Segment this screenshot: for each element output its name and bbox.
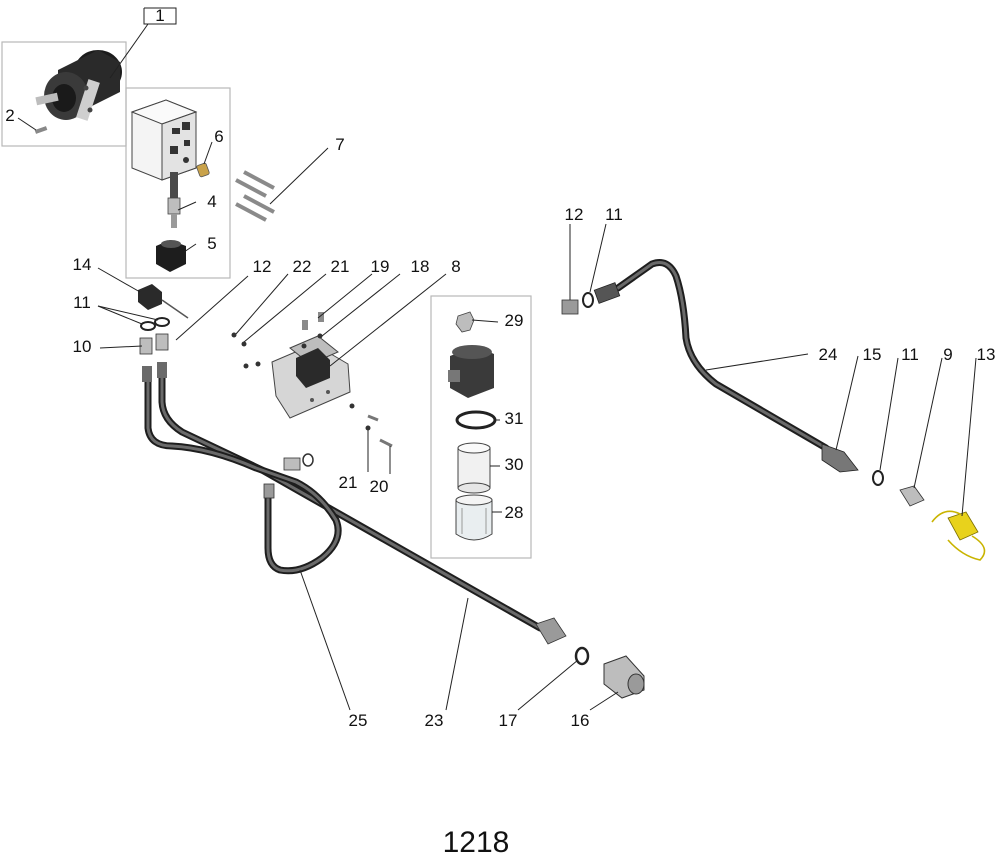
callout-28: 28: [505, 503, 524, 522]
tee-fitting: [263, 453, 314, 499]
adapter-part-12-right: [561, 299, 579, 315]
hose-24: [614, 259, 830, 452]
callout-17: 17: [499, 711, 518, 730]
quick-coupler-part-16: [603, 655, 645, 699]
connector-part-14: [138, 284, 189, 319]
callout-11-top-right: 11: [605, 205, 623, 224]
page-number: 1218: [443, 826, 510, 858]
hose-end-fitting-23: [535, 617, 567, 645]
callout-25: 25: [349, 711, 368, 730]
quick-coupler-part-13: [931, 510, 986, 561]
key-part-2: [34, 126, 48, 134]
hose-end-fitting-part-15: [821, 443, 859, 473]
adapter-part-9: [899, 485, 925, 507]
callout-31: 31: [505, 409, 524, 428]
valve-group-box: [125, 87, 231, 279]
o-ring-part-11-top-right: [582, 292, 594, 308]
filter-group-box: [430, 295, 532, 559]
callout-5: 5: [207, 234, 216, 253]
callout-8: 8: [451, 257, 460, 276]
callout-29: 29: [505, 311, 524, 330]
filter-bowl-part-28: [455, 494, 493, 541]
callout-11-right: 11: [901, 345, 919, 364]
vent-plug-part-29: [455, 311, 475, 333]
callout-10: 10: [73, 337, 92, 356]
callout-18: 18: [411, 257, 430, 276]
fitting-part-6: [196, 162, 210, 178]
callout-11-left: 11: [73, 293, 91, 312]
bracket-part-8: [271, 335, 351, 419]
bolts-part-7: [235, 170, 275, 222]
screws-part-19: [302, 312, 324, 330]
callout-4: 4: [207, 192, 216, 211]
callout-7: 7: [335, 135, 344, 154]
callout-15: 15: [863, 345, 882, 364]
filter-element-part-30: [457, 442, 491, 494]
callout-9: 9: [943, 345, 952, 364]
callout-6: 6: [214, 127, 223, 146]
o-ring-part-31: [455, 410, 497, 430]
o-rings-part-11-left: [140, 317, 170, 331]
leader-lines: [17, 7, 977, 711]
callout-23: 23: [425, 711, 444, 730]
callout-14: 14: [73, 255, 92, 274]
callout-22: 22: [293, 257, 312, 276]
callout-12-right: 12: [565, 205, 584, 224]
callout-21-top: 21: [331, 257, 350, 276]
callout-21-bottom: 21: [339, 473, 358, 492]
callout-16: 16: [571, 711, 590, 730]
washers-part-22: [231, 332, 261, 369]
valve-block-part: [130, 99, 198, 181]
callout-13: 13: [977, 345, 996, 364]
hose-end-fitting-24-top: [593, 282, 621, 304]
hose-25: [144, 374, 342, 575]
nuts-part-18: [301, 333, 323, 349]
filter-head-part: [448, 345, 494, 398]
bolts-part-20: [349, 403, 393, 448]
solenoid-coil-part-5: [156, 240, 186, 272]
o-ring-part-17: [574, 646, 590, 666]
hose-23: [158, 374, 544, 632]
callout-30: 30: [505, 455, 524, 474]
cartridge-valve-part-4: [167, 172, 181, 228]
callout-20: 20: [370, 477, 389, 496]
o-ring-part-11-right: [872, 470, 884, 486]
callout-24: 24: [819, 345, 838, 364]
hydraulic-motor-part-1: [35, 50, 122, 121]
callout-12-left: 12: [253, 257, 272, 276]
callout-1: 1: [155, 6, 164, 25]
callout-19: 19: [371, 257, 390, 276]
adapters-part-10: [139, 333, 169, 382]
callout-2: 2: [5, 106, 14, 125]
